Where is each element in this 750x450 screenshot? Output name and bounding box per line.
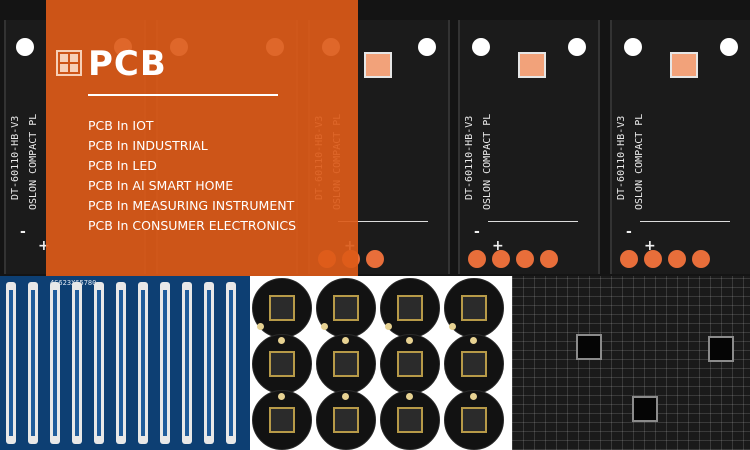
black-led-pcb-photo: DT-60110-HB-V3 OSLON COMPACT PL - + DT-6… [0,0,750,276]
pcb-applications-overlay: PCB PCB In IOT PCB In INDUSTRIAL PCB In … [46,0,358,276]
round-black-pcbs-photo [250,276,508,450]
board-minus-mark: - [626,224,632,240]
title-divider [88,94,278,96]
application-item: PCB In IOT [88,118,154,133]
application-item: PCB In CONSUMER ELECTRONICS [88,218,297,233]
led-pad [518,52,546,78]
diode-silkscreen [338,221,428,232]
board-silkscreen-name: OSLON COMPACT PL [28,113,39,210]
board-minus-mark: - [20,224,26,240]
diode-silkscreen [640,221,730,232]
board-plus-mark: + [492,238,504,254]
application-item: PCB In MEASURING INSTRUMENT [88,198,295,213]
applications-list: PCB In IOT PCB In INDUSTRIAL PCB In LED … [88,116,296,236]
board-plus-mark: + [38,238,50,254]
mounting-hole [16,38,34,56]
application-item: PCB In LED [88,158,157,173]
pcb-pad-icon [56,50,82,76]
application-item: PCB In INDUSTRIAL [88,138,208,153]
board-silkscreen-name: OSLON COMPACT PL [482,113,493,210]
dense-black-pcb-photo [512,276,750,450]
mounting-hole [472,38,490,56]
led-pad [670,52,698,78]
mounting-hole [720,38,738,56]
led-pad [364,52,392,78]
board-silkscreen-code: DT-60110-HB-V3 [10,115,21,200]
mounting-hole [624,38,642,56]
application-item: PCB In AI SMART HOME [88,178,234,193]
pcb-board: DT-60110-HB-V3 OSLON COMPACT PL - + [610,20,750,274]
diode-silkscreen [488,221,578,232]
board-silkscreen-code: DT-60110-HB-V3 [616,115,627,200]
blue-pcb-strips-photo: 4S623X65780 [0,276,250,450]
connector-slots [620,250,740,268]
board-silkscreen-name: OSLON COMPACT PL [634,113,645,210]
board-silkscreen-code: DT-60110-HB-V3 [464,115,475,200]
connector-slots [468,250,588,268]
mounting-hole [418,38,436,56]
overlay-title: PCB [88,44,167,84]
board-plus-mark: + [644,238,656,254]
mounting-hole [568,38,586,56]
board-minus-mark: - [474,224,480,240]
pcb-board: DT-60110-HB-V3 OSLON COMPACT PL - + [458,20,600,274]
